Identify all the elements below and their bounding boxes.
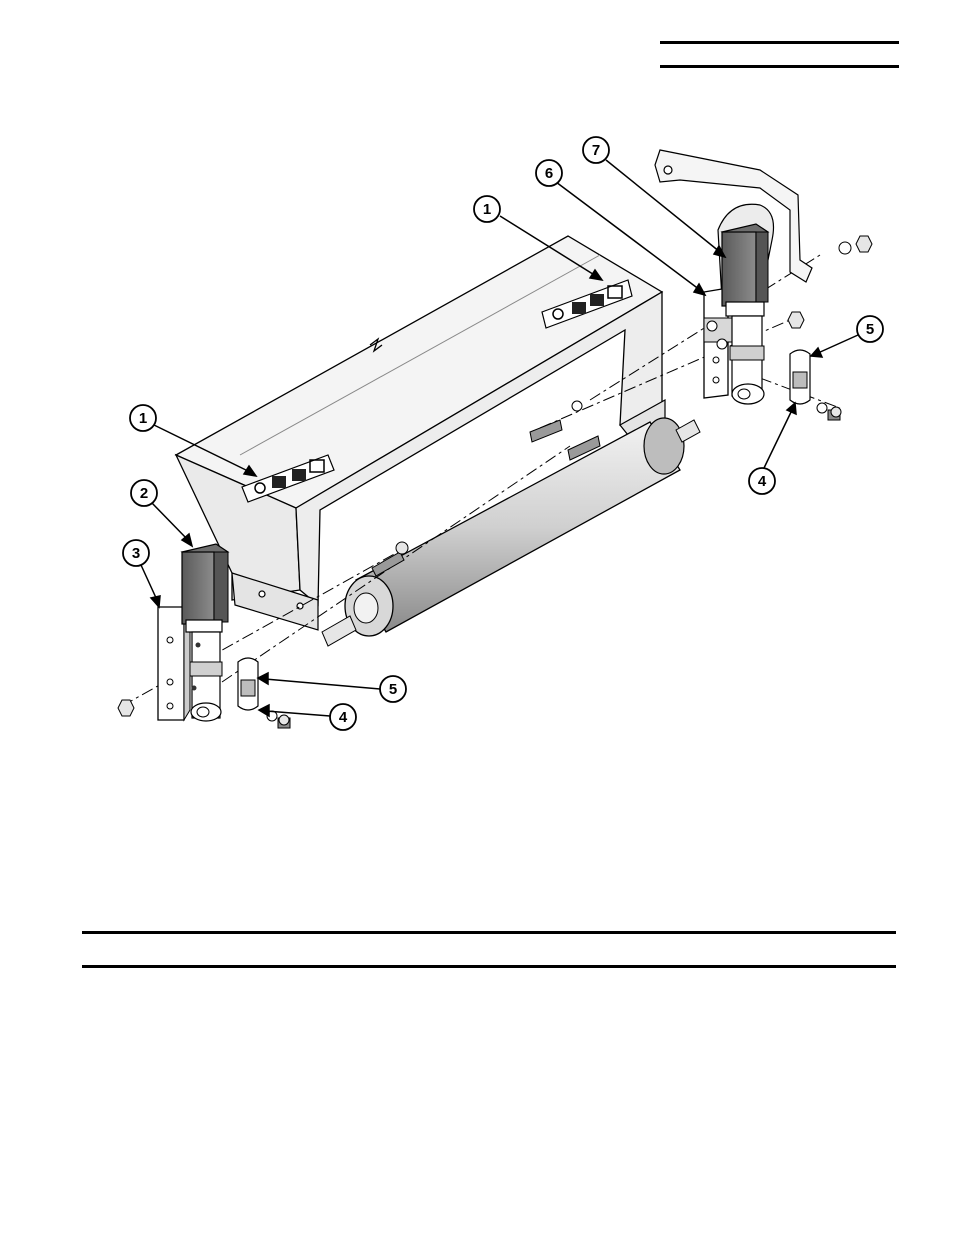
callout-5a: 5 (380, 676, 406, 702)
callout-2: 2 (131, 480, 157, 506)
left-nut (118, 700, 134, 716)
callout-7: 7 (583, 137, 609, 163)
svg-text:4: 4 (339, 709, 348, 726)
callout-1a: 1 (130, 405, 156, 431)
svg-text:4: 4 (758, 473, 767, 490)
callout-5b: 5 (857, 316, 883, 342)
callout-1b: 1 (474, 196, 500, 222)
callout-4b: 4 (749, 468, 775, 494)
right-cover-plate (790, 350, 810, 404)
svg-text:3: 3 (132, 545, 140, 562)
svg-text:5: 5 (389, 681, 397, 698)
svg-text:6: 6 (545, 165, 553, 182)
left-cover-plate (238, 658, 258, 710)
svg-text:7: 7 (592, 142, 600, 159)
svg-text:1: 1 (139, 410, 147, 427)
callout-6: 6 (536, 160, 562, 186)
svg-text:1: 1 (483, 201, 491, 218)
callout-3: 3 (123, 540, 149, 566)
callout-4a: 4 (330, 704, 356, 730)
svg-text:2: 2 (140, 485, 148, 502)
svg-text:5: 5 (866, 321, 874, 338)
